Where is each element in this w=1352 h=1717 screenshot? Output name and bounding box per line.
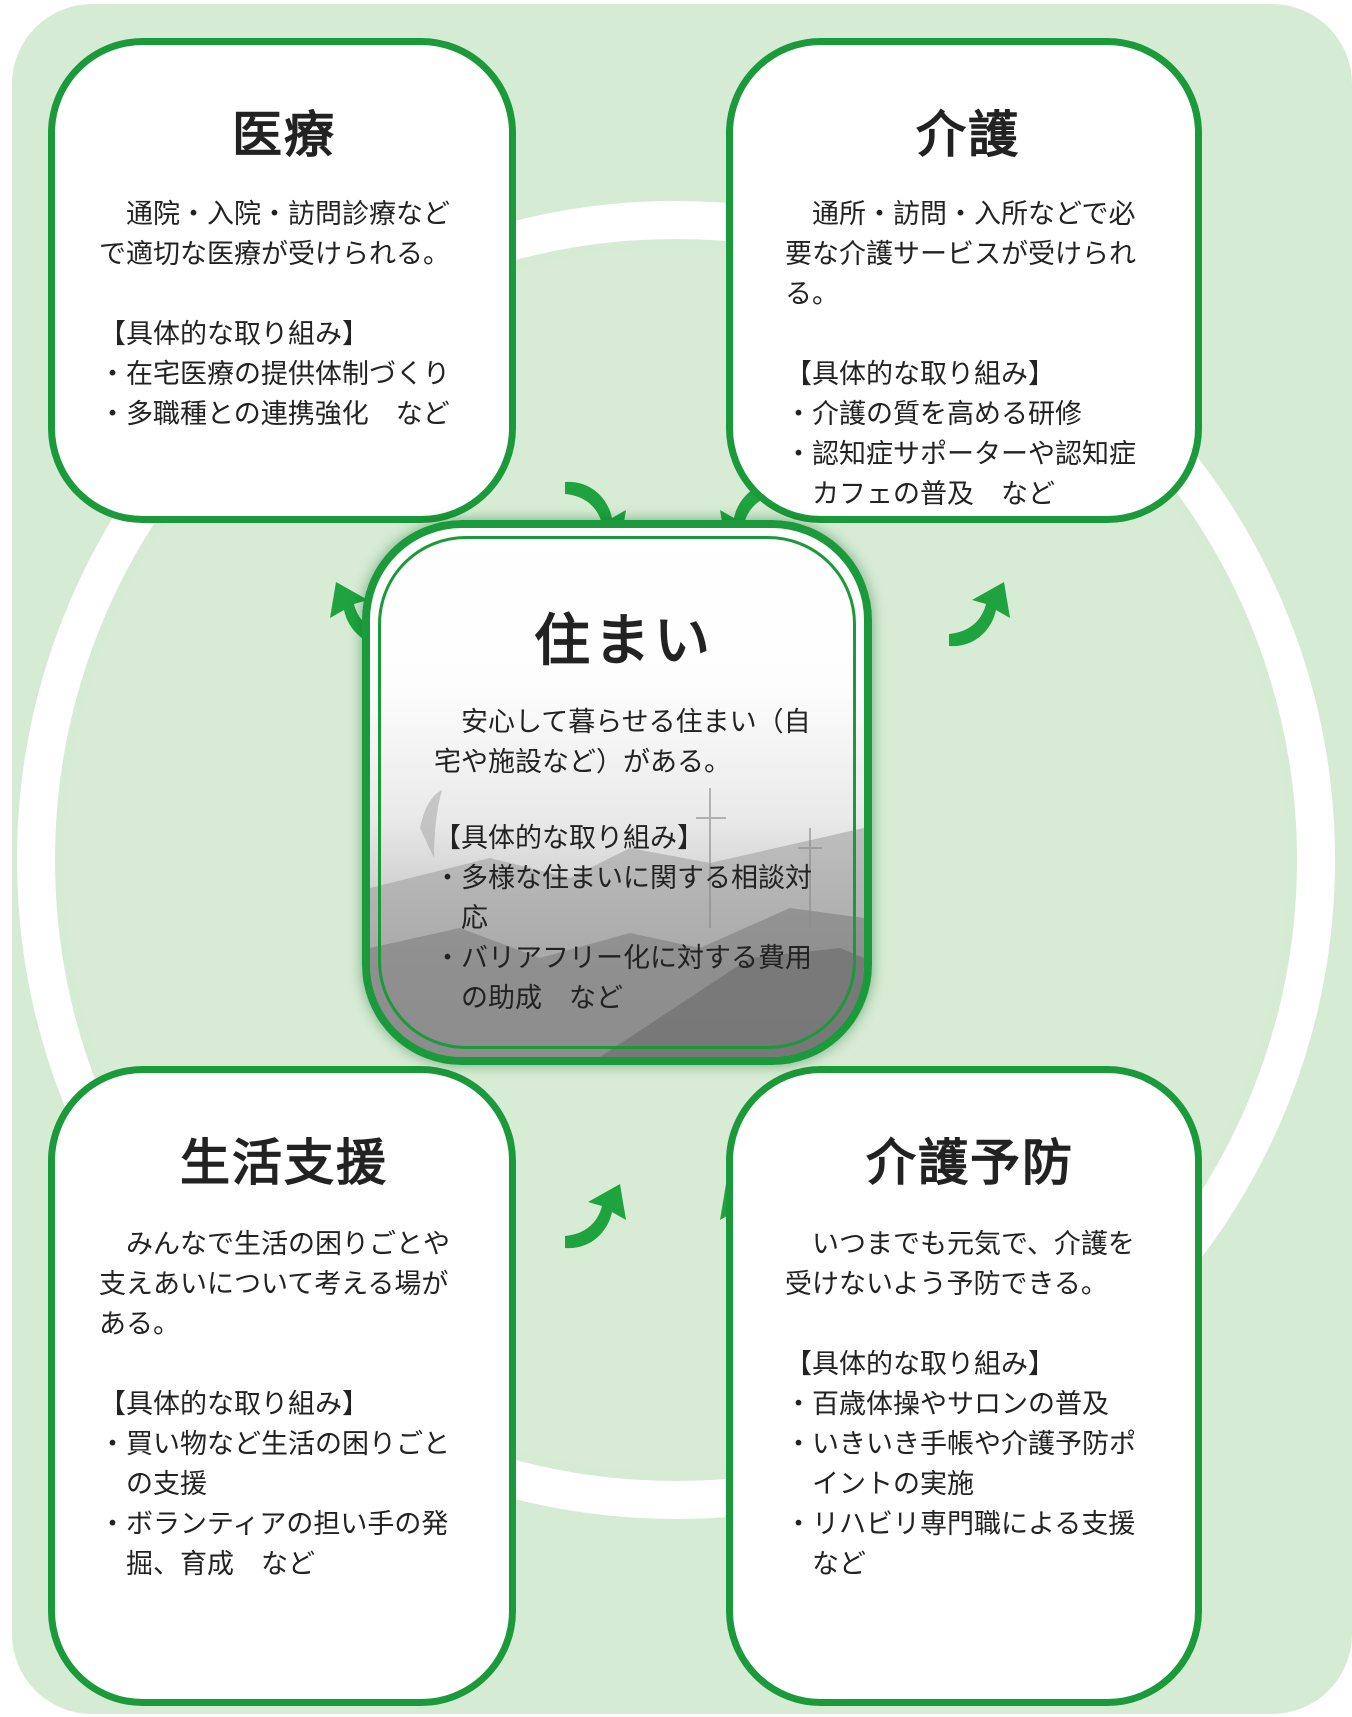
yobou-desc: いつまでも元気で、介護を受けないよう予防できる。 (785, 1229, 1135, 1300)
sumai-box: 住まい 安心して暮らせる住まい（自宅や施設など）がある。 【具体的な取り組み】 … (362, 520, 872, 1065)
sumai-title: 住まい (534, 608, 714, 674)
list-item: 多職種との連携強化 など (99, 395, 469, 435)
arrow-seikatsu-to-center (565, 1184, 626, 1249)
arrow-center-to-kaigo (949, 582, 1010, 647)
list-item: 多様な住まいに関する相談対応 (434, 859, 814, 939)
iryo-heading: 【具体的な取り組み】 (99, 319, 369, 350)
iryo-list: 在宅医療の提供体制づくり 多職種との連携強化 など (99, 355, 469, 435)
sumai-content: 住まい 安心して暮らせる住まい（自宅や施設など）がある。 【具体的な取り組み】 … (434, 596, 814, 1019)
yobou-box: 介護予防 いつまでも元気で、介護を受けないよう予防できる。 【具体的な取り組み】… (726, 1066, 1202, 1706)
kaigo-title: 介護 (916, 105, 1020, 164)
list-item: 買い物など生活の困りごとの支援 (99, 1425, 469, 1505)
kaigo-desc: 通所・訪問・入所などで必要な介護サービスが受けられる。 (785, 199, 1136, 310)
iryo-title: 医療 (232, 105, 336, 164)
seikatsu-heading: 【具体的な取り組み】 (99, 1389, 369, 1420)
seikatsu-desc: みんなで生活の困りごとや支えあいについて考える場がある。 (99, 1229, 450, 1340)
arrow-center-to-iryo (330, 582, 391, 647)
list-item: ボランティアの担い手の発掘、育成 など (99, 1505, 469, 1585)
list-item: バリアフリー化に対する費用の助成 など (434, 939, 814, 1019)
sumai-heading: 【具体的な取り組み】 (434, 823, 704, 854)
yobou-title: 介護予防 (866, 1133, 1074, 1192)
iryo-desc: 通院・入院・訪問診療などで適切な医療が受けられる。 (99, 199, 450, 270)
list-item: 介護の質を高める研修 (785, 395, 1151, 435)
kaigo-heading: 【具体的な取り組み】 (785, 359, 1055, 390)
list-item: 百歳体操やサロンの普及 (785, 1385, 1155, 1425)
list-item: リハビリ専門職による支援 など (785, 1505, 1162, 1585)
yobou-heading: 【具体的な取り組み】 (785, 1349, 1055, 1380)
sumai-list: 多様な住まいに関する相談対応 バリアフリー化に対する費用の助成 など (434, 859, 814, 1019)
kaigo-list: 介護の質を高める研修 認知症サポーターや認知症カフェの普及 など (785, 395, 1151, 515)
seikatsu-box: 生活支援 みんなで生活の困りごとや支えあいについて考える場がある。 【具体的な取… (48, 1066, 516, 1706)
seikatsu-title: 生活支援 (180, 1133, 388, 1192)
sumai-desc: 安心して暮らせる住まい（自宅や施設など）がある。 (434, 707, 811, 778)
list-item: 在宅医療の提供体制づくり (99, 355, 469, 395)
kaigo-box: 介護 通所・訪問・入所などで必要な介護サービスが受けられる。 【具体的な取り組み… (726, 38, 1202, 523)
sumai-inner-frame (378, 536, 856, 1049)
list-item: 認知症サポーターや認知症カフェの普及 など (785, 435, 1151, 515)
seikatsu-list: 買い物など生活の困りごとの支援 ボランティアの担い手の発掘、育成 など (99, 1425, 469, 1585)
iryo-box: 医療 通院・入院・訪問診療などで適切な医療が受けられる。 【具体的な取り組み】 … (48, 38, 516, 523)
list-item: いきいき手帳や介護予防ポイントの実施 (785, 1425, 1155, 1505)
yobou-list: 百歳体操やサロンの普及 いきいき手帳や介護予防ポイントの実施 リハビリ専門職によ… (785, 1385, 1162, 1585)
